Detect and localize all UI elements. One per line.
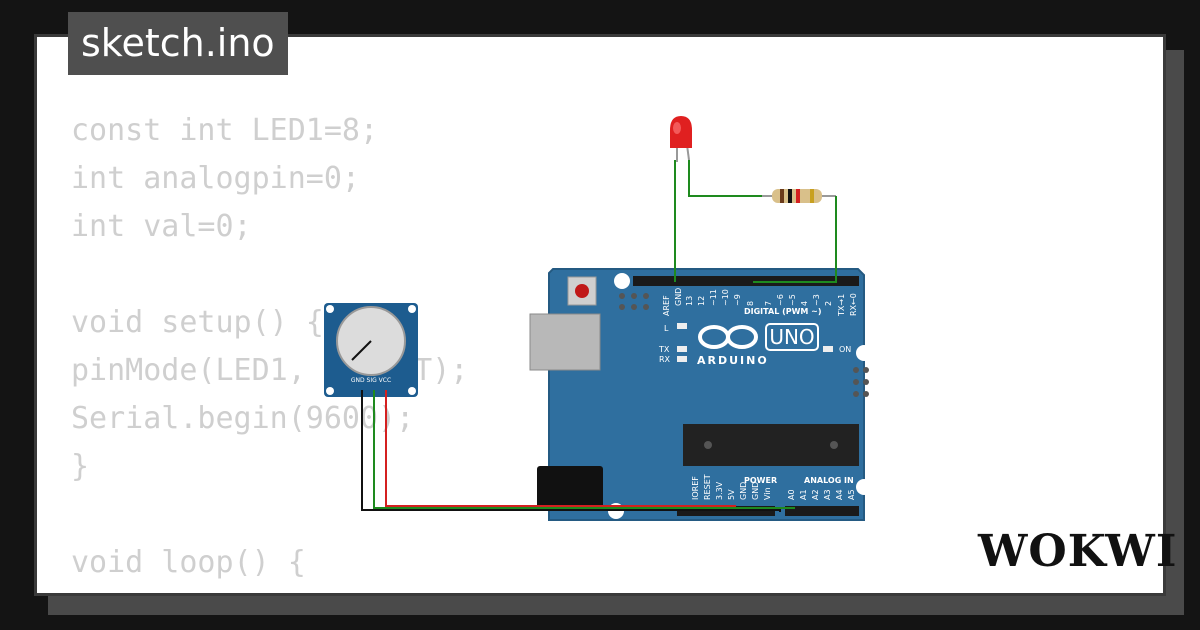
- on-led: [823, 346, 833, 352]
- wokwi-logo: WOKWI: [978, 526, 1178, 577]
- pin-label: 7: [764, 301, 773, 306]
- pin-label: 12: [697, 296, 706, 306]
- pin-label: 2: [824, 301, 833, 306]
- pin-label: Vin: [763, 487, 772, 500]
- pin-label: 8: [746, 301, 755, 306]
- power-jack: [537, 466, 603, 510]
- pin-label: ~11: [709, 289, 718, 306]
- pin-label: A2: [811, 489, 820, 500]
- pin-label: ~3: [812, 294, 821, 306]
- red-led[interactable]: [670, 116, 692, 162]
- digital-label: DIGITAL (PWM ~): [744, 307, 822, 316]
- arduino-board[interactable]: UNO ARDUINO L TX RX ON DIGITAL (PWM ~) P…: [529, 268, 872, 521]
- pin-label: 3.3V: [715, 481, 724, 500]
- power-label: POWER: [744, 476, 777, 485]
- l-label: L: [664, 324, 669, 333]
- arduino-logo-icon: [698, 325, 758, 349]
- tx-label: TX: [658, 345, 670, 354]
- code-line: const int LED1=8;: [71, 113, 379, 148]
- code-line: int val=0;: [71, 209, 252, 244]
- wire-pot-gnd: [361, 390, 781, 512]
- on-label: ON: [839, 345, 851, 354]
- resistor[interactable]: [762, 189, 836, 203]
- pin-label: GND: [751, 482, 760, 500]
- pin-label: GND: [674, 288, 683, 306]
- pin-label: TX→1: [837, 294, 846, 317]
- potentiometer[interactable]: GND SIG VCC: [324, 303, 418, 397]
- l-led: [677, 323, 687, 329]
- pin-label: A4: [835, 489, 844, 500]
- wire-pot-vcc: [385, 390, 736, 507]
- digital-header: [633, 276, 859, 286]
- reset-button[interactable]: [567, 276, 597, 306]
- pin-label: 5V: [727, 489, 736, 500]
- mounting-hole: [856, 345, 872, 361]
- pin-label: RESET: [703, 474, 712, 500]
- mounting-hole: [614, 273, 630, 289]
- analog-header: [785, 506, 859, 516]
- wire-resistor-pin8: [753, 196, 837, 283]
- rx-led: [677, 356, 687, 362]
- pin-label: ~10: [721, 289, 730, 306]
- code-view: const int LED1=8; int analogpin=0; int val…: [71, 107, 541, 593]
- microcontroller-chip: [683, 424, 859, 466]
- wire-pot-signal: [373, 390, 795, 509]
- pin-label: A0: [787, 489, 796, 500]
- code-line: void setup() {: [71, 305, 324, 340]
- wires: [361, 160, 837, 512]
- pin-label: IOREF: [691, 476, 700, 500]
- pin-label: RX←0: [849, 293, 858, 316]
- pin-label: GND: [739, 482, 748, 500]
- pin-label: 4: [800, 301, 809, 306]
- pin-label: A3: [823, 489, 832, 500]
- wire-led-resistor: [688, 160, 762, 197]
- usb-connector: [529, 313, 601, 371]
- pin-label: AREF: [662, 295, 671, 316]
- reset-button-cap: [575, 284, 589, 298]
- pin-label: A1: [799, 489, 808, 500]
- code-line: Serial.begin(9600);: [71, 401, 415, 436]
- board-brand-label: ARDUINO: [697, 354, 769, 367]
- code-line: void loop() {: [71, 545, 306, 580]
- pin-label: 13: [685, 296, 694, 306]
- knob-indicator: [351, 340, 372, 361]
- pot-pin-labels: GND SIG VCC: [351, 377, 391, 384]
- analog-label: ANALOG IN: [804, 476, 854, 485]
- pin-label: A5: [847, 489, 856, 500]
- pin-label: ~6: [776, 294, 785, 306]
- board-name-label: UNO: [769, 325, 814, 349]
- code-line: }: [71, 449, 90, 484]
- pin-label: ~5: [788, 294, 797, 306]
- file-title-tab[interactable]: sketch.ino: [68, 12, 288, 75]
- pin-label: ~9: [733, 294, 742, 306]
- rx-label: RX: [659, 355, 671, 364]
- tx-led: [677, 346, 687, 352]
- code-line: int analogpin=0;: [71, 161, 360, 196]
- icsp-header: [619, 293, 869, 397]
- uno-label-box: [765, 323, 819, 351]
- mounting-hole: [856, 479, 872, 495]
